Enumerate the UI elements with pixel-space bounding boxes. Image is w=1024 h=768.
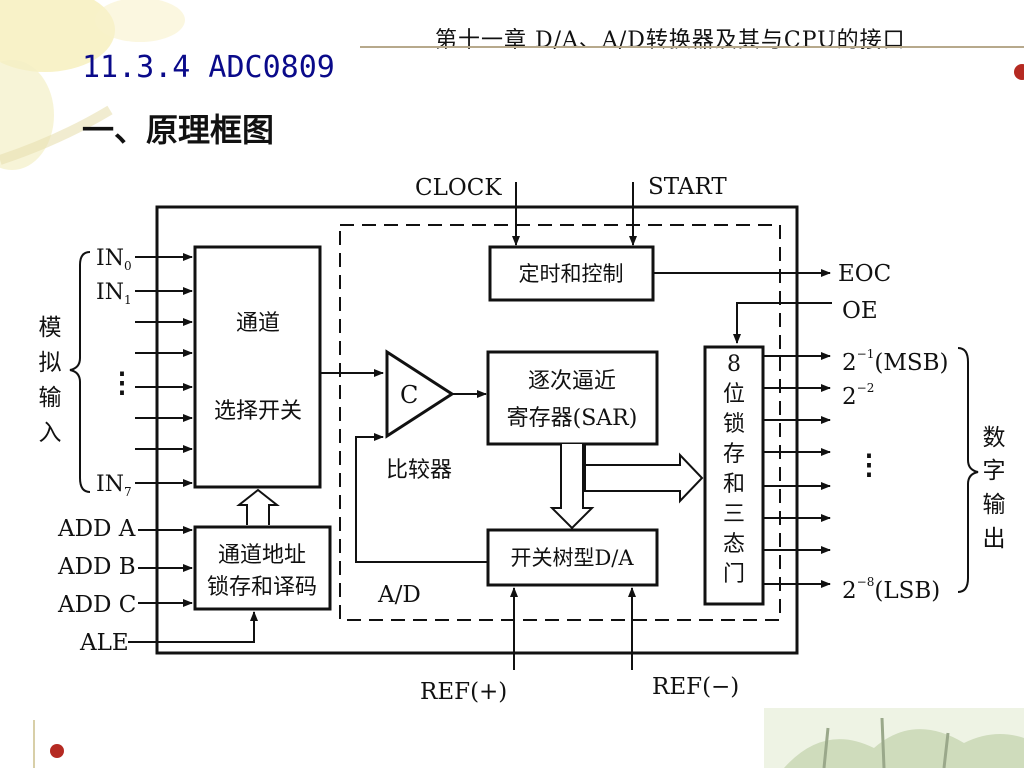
svg-text:字: 字 bbox=[983, 458, 1006, 484]
bottom-tree-decoration bbox=[764, 708, 1024, 768]
ale-line bbox=[128, 611, 258, 643]
svg-text:输: 输 bbox=[983, 492, 1006, 518]
svg-text:数: 数 bbox=[983, 425, 1006, 451]
digital-output-brace bbox=[957, 347, 979, 593]
add-a-label: ADD A bbox=[57, 516, 136, 542]
section-number: 11.3.4 ADC0809 bbox=[82, 50, 335, 85]
analog-input-dots: ⋮ bbox=[108, 366, 136, 399]
timing-control-block bbox=[488, 245, 655, 302]
in7-label: IN7 bbox=[96, 472, 132, 499]
address-input-arrows bbox=[138, 526, 193, 607]
chapter-header: 第十一章 D/A、A/D转换器及其与CPU的接口 bbox=[435, 28, 906, 53]
eoc-label: EOC bbox=[838, 261, 891, 287]
timing-control-label: 定时和控制 bbox=[519, 262, 624, 286]
channel-select-switch-block bbox=[193, 245, 322, 489]
latch-label: 8 位 锁 存 和 三 态 门 bbox=[723, 352, 745, 587]
svg-text:入: 入 bbox=[39, 420, 62, 446]
svg-text:出: 出 bbox=[983, 526, 1006, 552]
digital-output-side-label: 数 字 输 出 bbox=[983, 425, 1006, 552]
ad-region-dashed-box bbox=[339, 224, 781, 621]
sar-label-line2: 寄存器(SAR) bbox=[507, 406, 638, 431]
digital-output-arrows bbox=[763, 352, 831, 588]
bottom-left-bullet-dot bbox=[50, 744, 64, 758]
svg-text:输: 输 bbox=[39, 385, 62, 411]
switch-tree-dac-block bbox=[486, 528, 659, 587]
clock-label: CLOCK bbox=[415, 175, 502, 201]
svg-text:拟: 拟 bbox=[39, 350, 62, 376]
sar-to-dac-hollow-arrow bbox=[549, 444, 595, 530]
svg-text:存: 存 bbox=[723, 442, 745, 467]
analog-input-brace bbox=[69, 251, 91, 493]
second-bit-output-label: 2−2 bbox=[842, 381, 874, 410]
svg-text:位: 位 bbox=[723, 382, 745, 407]
svg-text:模: 模 bbox=[39, 315, 62, 341]
mux-address-hollow-arrow bbox=[236, 488, 280, 525]
svg-text:锁: 锁 bbox=[723, 412, 745, 437]
output-latch-tristate-block bbox=[703, 345, 765, 606]
right-edge-bullet-dot bbox=[1014, 64, 1024, 80]
ale-label: ALE bbox=[79, 630, 129, 656]
add-b-label: ADD B bbox=[57, 554, 136, 580]
lsb-output-label: 2−8(LSB) bbox=[842, 575, 940, 604]
oe-label: OE bbox=[842, 298, 878, 324]
comparator-triangle bbox=[385, 349, 455, 439]
analog-input-arrows bbox=[135, 253, 193, 487]
comparator-label: 比较器 bbox=[386, 458, 452, 483]
msb-output-label: 2−1(MSB) bbox=[842, 347, 949, 376]
address-latch-decode-block bbox=[193, 525, 332, 611]
svg-text:三: 三 bbox=[723, 502, 745, 527]
sar-to-latch-hollow-arrow bbox=[584, 444, 704, 504]
chip-outline bbox=[155, 205, 799, 655]
dac-feedback-line bbox=[355, 433, 488, 563]
sar-label-line1: 逐次逼近 bbox=[528, 369, 616, 394]
dac-label: 开关树型D/A bbox=[510, 546, 634, 570]
bottom-divider bbox=[33, 720, 35, 768]
svg-text:门: 门 bbox=[723, 562, 745, 587]
analog-input-side-label: 模 拟 输 入 bbox=[39, 315, 62, 446]
ref-plus-label: REF(+) bbox=[420, 679, 507, 705]
header-rule bbox=[360, 46, 1024, 48]
address-block-line1: 通道地址 bbox=[218, 543, 306, 568]
svg-text:和: 和 bbox=[723, 472, 745, 497]
digital-output-dots: ⋮ bbox=[855, 448, 883, 481]
start-label: START bbox=[648, 174, 727, 200]
oe-line bbox=[733, 302, 832, 344]
mux-label-line2: 选择开关 bbox=[214, 399, 302, 424]
ad-region-label: A/D bbox=[377, 582, 421, 608]
sar-block bbox=[486, 350, 659, 446]
in1-label: IN1 bbox=[96, 280, 132, 307]
svg-text:8: 8 bbox=[727, 352, 741, 377]
ref-minus-label: REF(−) bbox=[652, 674, 739, 700]
address-block-line2: 锁存和译码 bbox=[207, 575, 317, 600]
mux-label-line1: 通道 bbox=[236, 311, 280, 336]
svg-text:态: 态 bbox=[723, 532, 745, 557]
section-title: 一、原理框图 bbox=[82, 111, 275, 149]
in0-label: IN0 bbox=[96, 246, 132, 273]
corner-leaf-decoration bbox=[0, 0, 185, 170]
comparator-symbol: C bbox=[400, 381, 418, 409]
add-c-label: ADD C bbox=[57, 592, 136, 618]
